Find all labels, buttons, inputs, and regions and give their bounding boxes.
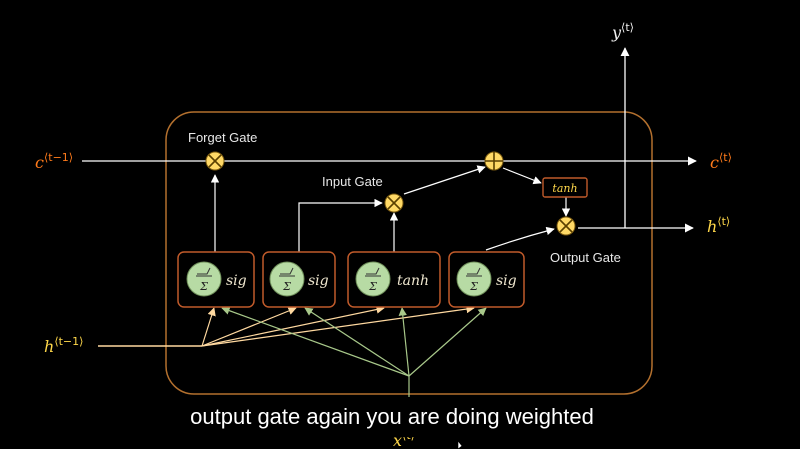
cell-add-op bbox=[484, 151, 504, 171]
neuron-forget: Σ sig bbox=[177, 251, 255, 308]
c-next-label: c⟨t⟩ bbox=[710, 151, 732, 172]
h-fan-line bbox=[201, 304, 475, 347]
h-fan-line bbox=[201, 306, 297, 347]
input-neuron-to-mult bbox=[298, 198, 383, 252]
x-fan-line bbox=[221, 306, 410, 377]
x-fan-line bbox=[408, 307, 487, 377]
neuron-activation-label: sig bbox=[496, 273, 517, 289]
output-neuron-to-mult bbox=[485, 226, 555, 251]
input-multiply-op bbox=[384, 193, 404, 213]
y-out-label: y⟨t⟩ bbox=[611, 21, 634, 42]
neuron-activation-label: sig bbox=[226, 273, 247, 289]
add-to-tanh bbox=[502, 167, 542, 185]
neuron-activation-label: tanh bbox=[397, 273, 429, 289]
c-prev-label: c⟨t−1⟩ bbox=[35, 151, 73, 172]
cell-tanh-label: tanh bbox=[552, 182, 577, 195]
h-next-label: h⟨t⟩ bbox=[707, 215, 730, 236]
cell-tanh-box: tanh bbox=[542, 177, 588, 198]
sum-symbol: Σ bbox=[469, 280, 478, 293]
forget-gate-label: Forget Gate bbox=[188, 130, 257, 145]
subtitle-caption: output gate again you are doing weighted bbox=[168, 397, 616, 437]
input-gate-label: Input Gate bbox=[322, 174, 383, 189]
neuron-output: Σ sig bbox=[448, 251, 525, 308]
input-mult-to-add bbox=[403, 165, 486, 195]
output-multiply-op bbox=[556, 216, 576, 236]
sum-symbol: Σ bbox=[282, 280, 291, 293]
h-fan-line bbox=[201, 307, 216, 347]
output-gate-label: Output Gate bbox=[550, 250, 621, 265]
x-fan-line bbox=[398, 307, 410, 377]
neuron-activation-label: sig bbox=[308, 273, 329, 289]
x-fan-line bbox=[304, 307, 410, 377]
neuron-candidate: Σ tanh bbox=[347, 251, 441, 308]
mouse-cursor-icon bbox=[457, 440, 463, 449]
sum-symbol: Σ bbox=[368, 280, 377, 293]
sum-symbol: Σ bbox=[199, 280, 208, 293]
h-prev-label: h⟨t−1⟩ bbox=[44, 335, 83, 356]
forget-multiply-op bbox=[205, 151, 225, 171]
neuron-input: Σ sig bbox=[262, 251, 336, 308]
h-fan-line bbox=[201, 305, 385, 347]
